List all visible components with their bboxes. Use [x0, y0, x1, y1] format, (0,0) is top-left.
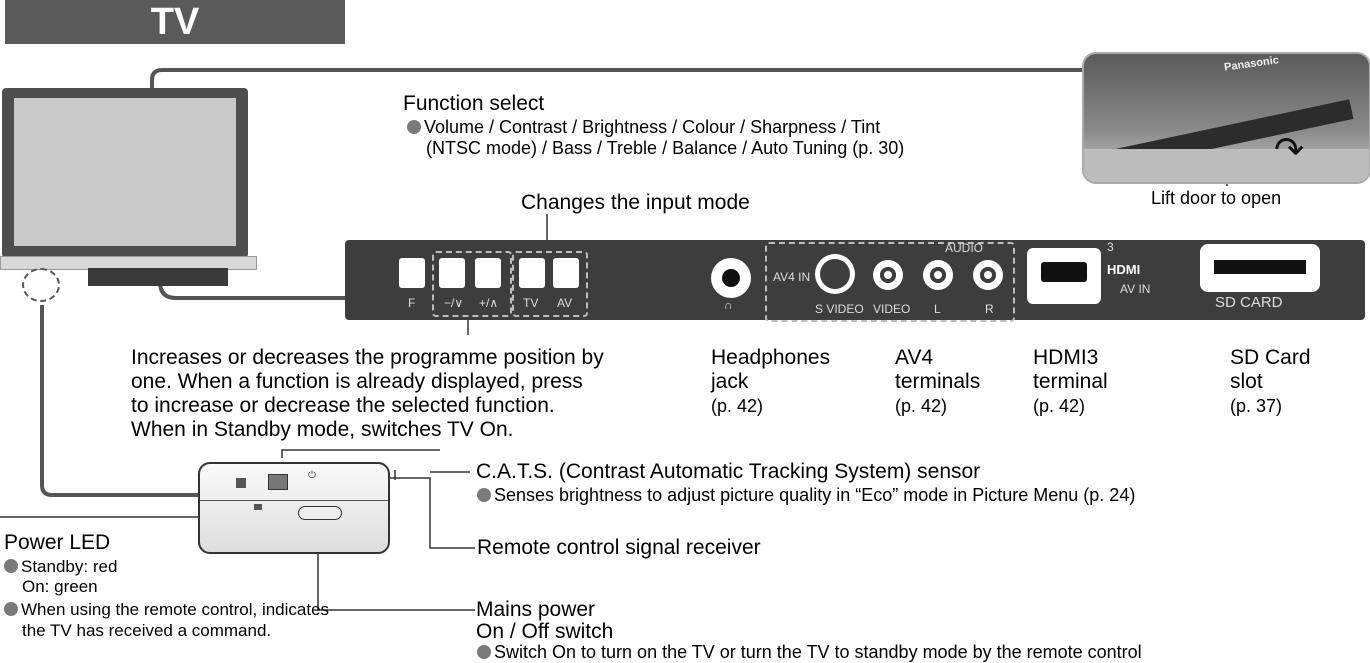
function-select-heading: Function select: [403, 92, 545, 115]
brand-logo: Panasonic: [1223, 54, 1280, 74]
mains-line1: Mains power: [476, 598, 596, 621]
minus-button[interactable]: [439, 258, 465, 288]
audio-r-jack[interactable]: [973, 260, 1003, 290]
video-label: VIDEO: [873, 302, 911, 316]
function-button[interactable]: [399, 258, 425, 288]
hdmi3-callout-3: (p. 42): [1033, 396, 1086, 416]
volume-group-outline: [432, 251, 512, 317]
power-led-on: On: green: [22, 577, 98, 596]
av4-in-label: AV4 IN: [773, 270, 811, 284]
front-panel-illustration: ⏻: [198, 462, 390, 554]
av4-callout-2: terminals: [895, 370, 981, 393]
sd-callout-2: slot: [1230, 370, 1263, 393]
function-select-line1: Volume / Contrast / Brightness / Colour …: [407, 117, 880, 138]
tv-illustration: [0, 88, 260, 298]
sd-card-label: SD CARD: [1215, 294, 1283, 311]
audio-r-label: R: [985, 302, 994, 316]
av4-group-outline: [765, 242, 1015, 322]
s-video-label: S VIDEO: [815, 302, 864, 316]
mains-line2: On / Off switch: [476, 620, 614, 643]
av4-callout-3: (p. 42): [895, 396, 948, 416]
av4-callout-1: AV4: [895, 346, 934, 369]
hdmi-av-in-label: AV IN: [1120, 282, 1151, 296]
programme-text-1: Increases or decreases the programme pos…: [131, 346, 604, 369]
plus-label: +/∧: [479, 296, 499, 310]
sd-callout-3: (p. 37): [1230, 396, 1283, 416]
power-led-note2: the TV has received a command.: [22, 621, 272, 640]
s-video-jack[interactable]: [815, 254, 855, 294]
mains-switch[interactable]: [298, 506, 342, 520]
power-led: [254, 504, 262, 510]
av-button[interactable]: [553, 258, 579, 288]
power-led-note1: When using the remote control, indicates: [4, 600, 329, 620]
programme-text-4: When in Standby mode, switches TV On.: [131, 418, 514, 441]
headphones-jack[interactable]: [711, 258, 751, 298]
power-led-heading: Power LED: [4, 531, 111, 554]
headphones-callout-3: (p. 42): [711, 396, 764, 416]
hdmi-logo: HDMI: [1107, 262, 1141, 277]
programme-text-2: one. When a function is already displaye…: [131, 370, 583, 393]
programme-text-3: to increase or decrease the selected fun…: [131, 394, 555, 417]
remote-receiver-label: Remote control signal receiver: [477, 536, 761, 559]
hdmi3-callout-1: HDMI3: [1033, 346, 1099, 369]
sd-callout-1: SD Card: [1230, 346, 1311, 369]
audio-label: AUDIO: [945, 241, 984, 255]
audio-l-label: L: [934, 302, 941, 316]
input-mode-label: Changes the input mode: [521, 191, 750, 214]
cats-heading: C.A.T.S. (Contrast Automatic Tracking Sy…: [476, 460, 981, 483]
power-led-standby: Standby: red: [4, 557, 117, 577]
av-label: AV: [557, 296, 573, 310]
power-symbol-icon: ⏻: [308, 470, 316, 481]
cats-sensor: [236, 478, 246, 488]
f-label: F: [408, 296, 416, 310]
audio-l-jack[interactable]: [923, 260, 953, 290]
section-title: TV: [5, 0, 345, 44]
tv-button[interactable]: [519, 258, 545, 288]
remote-receiver: [268, 474, 288, 490]
tv-corner-highlight: [22, 268, 60, 302]
door-photo: Panasonic ↷: [1082, 52, 1370, 184]
tv-label: TV: [523, 296, 539, 310]
arrow-icon: ↷: [1274, 129, 1305, 170]
sd-card-slot[interactable]: [1200, 244, 1320, 292]
hdmi-number: 3: [1107, 240, 1114, 254]
function-select-line2: (NTSC mode) / Bass / Treble / Balance / …: [426, 138, 905, 158]
hdmi3-port[interactable]: [1027, 248, 1101, 304]
minus-label: −/∨: [444, 296, 464, 310]
headphones-icon: ∩: [724, 298, 733, 312]
headphones-callout-2: jack: [711, 370, 749, 393]
headphones-callout-1: Headphones: [711, 346, 831, 369]
side-panel: F −/∨ +/∧ TV AV ∩ AV4 IN S VIDEO VIDEO A…: [345, 240, 1365, 322]
input-group-outline: [512, 251, 588, 317]
door-label: Lift door to open: [1151, 188, 1282, 208]
plus-button[interactable]: [475, 258, 501, 288]
video-jack[interactable]: [873, 260, 903, 290]
hdmi3-callout-2: terminal: [1033, 370, 1108, 393]
cats-note: Senses brightness to adjust picture qual…: [477, 485, 1135, 506]
